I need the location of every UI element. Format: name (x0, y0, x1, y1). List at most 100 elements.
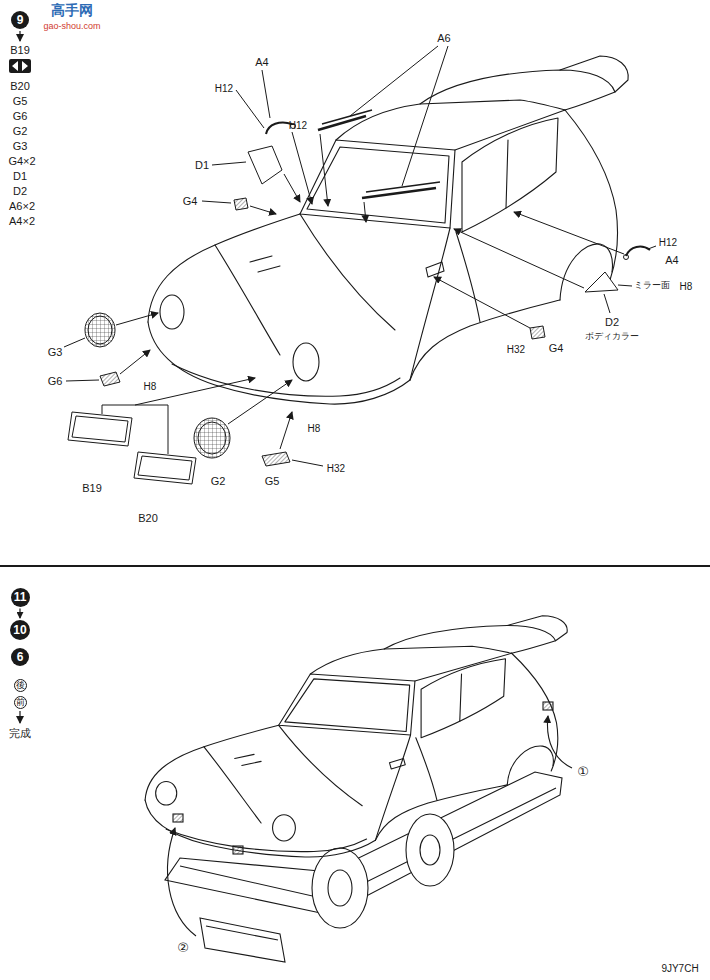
divider (0, 565, 710, 567)
line-art (420, 835, 440, 865)
line-art (320, 134, 328, 206)
circled-mark: 後 (14, 679, 27, 692)
line-art (454, 229, 584, 288)
line-art (85, 313, 115, 347)
line-art (228, 380, 292, 424)
watermark: 高手网 (51, 3, 93, 18)
line-art (604, 294, 610, 313)
part-label: G6 (48, 375, 63, 387)
part-label: G4 (183, 195, 198, 207)
line-art (138, 456, 192, 480)
line-art (72, 416, 128, 442)
part-label: G5 (265, 475, 280, 487)
line-art (248, 146, 282, 184)
part-label: G4 (549, 342, 564, 354)
part-label: ミラー面 (634, 281, 670, 291)
line-art (350, 46, 438, 116)
line-art (364, 202, 366, 222)
part-label: A4×2 (9, 215, 35, 227)
line-art (19, 711, 20, 723)
line-art (200, 918, 285, 962)
part-label: G5 (13, 95, 28, 107)
step-text: 11 (14, 591, 27, 603)
line-art (134, 452, 196, 484)
line-art (406, 814, 454, 886)
line-art (312, 848, 368, 928)
line-art (194, 418, 230, 458)
line-art (145, 616, 567, 857)
part-label: B19 (10, 44, 30, 56)
line-art (135, 378, 255, 405)
line-art (322, 110, 372, 124)
part-label: D2 (13, 185, 27, 197)
part-label: A6×2 (9, 200, 35, 212)
line-art (585, 272, 618, 292)
line-art (100, 372, 120, 386)
step-text: 9 (17, 14, 24, 26)
line-art (262, 70, 270, 118)
part-label: G4×2 (8, 155, 35, 167)
line-art (168, 702, 572, 936)
part-label: A4 (665, 254, 678, 266)
line-art (198, 422, 226, 454)
part-label: 9JY7CH (661, 963, 698, 974)
line-art (514, 212, 624, 254)
part-label: G3 (13, 140, 28, 152)
line-art (173, 814, 183, 822)
line-art (648, 246, 656, 249)
step-text: 後 (16, 681, 25, 690)
step-number: 6 (11, 648, 29, 666)
part-label: H12 (289, 120, 307, 131)
line-art (64, 338, 85, 347)
line-art (434, 277, 530, 328)
parts-step9 (64, 46, 656, 484)
line-art (266, 122, 292, 134)
step-text: 6 (17, 651, 24, 663)
line-art (233, 846, 243, 854)
part-label: G2 (13, 125, 28, 137)
part-label: H12 (215, 83, 233, 94)
part-label: H12 (659, 237, 677, 248)
line-art (530, 326, 545, 339)
part-label: D1 (13, 170, 27, 182)
step-number: 11 (11, 588, 30, 607)
line-art (68, 412, 132, 446)
line-art (19, 31, 20, 41)
line-art (543, 702, 553, 710)
line-art (116, 313, 158, 325)
step-text: 10 (13, 624, 26, 636)
line-art (202, 201, 231, 203)
part-label: B20 (10, 80, 30, 92)
step-arrow (19, 609, 20, 619)
step-number: 10 (10, 620, 30, 640)
part-label: D2 (605, 316, 619, 328)
line-art (262, 452, 290, 466)
line-art (292, 460, 323, 466)
line-art (148, 56, 628, 404)
part-label: B19 (82, 482, 102, 494)
line-art (328, 870, 352, 906)
line-art (66, 380, 99, 381)
line-art (250, 206, 276, 214)
circled-mark: 前 (14, 696, 27, 709)
line-art (212, 162, 246, 165)
line-art (547, 716, 572, 768)
line-art (624, 255, 629, 260)
step-symbols (9, 31, 31, 723)
line-art (120, 350, 150, 374)
part-label: H32 (507, 344, 525, 355)
line-art (280, 412, 292, 449)
part-label: ② (177, 941, 189, 955)
part-label: ボディカラー (585, 332, 639, 342)
line-art (362, 188, 436, 198)
part-label: G2 (211, 475, 226, 487)
line-art (102, 405, 168, 454)
part-label: H32 (327, 463, 345, 474)
line-art (402, 46, 448, 186)
part-label: ① (577, 765, 589, 779)
line-art (88, 316, 112, 344)
part-label: B20 (138, 512, 158, 524)
line-art (12, 61, 28, 71)
